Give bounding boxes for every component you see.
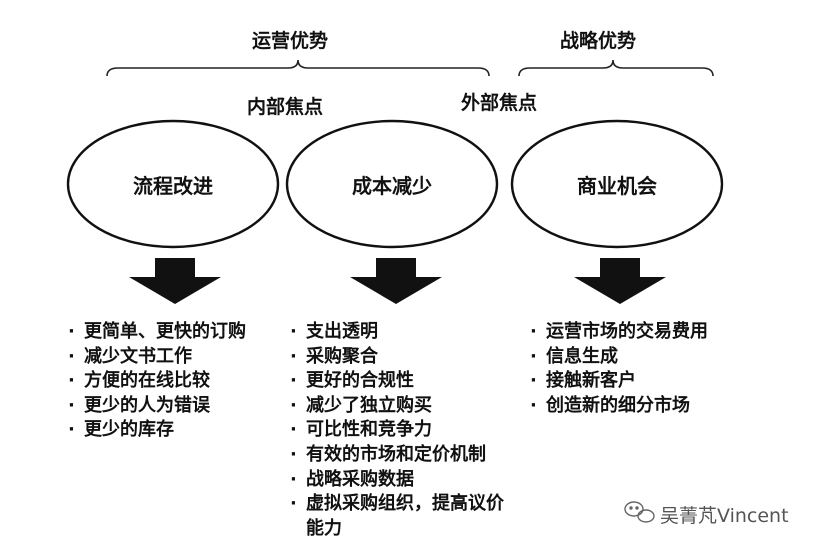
list-item: 支出透明 — [288, 320, 528, 345]
list-item: 运营市场的交易费用 — [528, 320, 708, 345]
list-item: 方便的在线比较 — [66, 369, 246, 394]
business-opportunity-label: 商业机会 — [577, 174, 657, 198]
process-benefits-list: 更简单、更快的订购 减少文书工作 方便的在线比较 更少的人为错误 更少的库存 — [66, 320, 246, 443]
cost-arrow — [350, 258, 442, 304]
business-ellipse — [510, 119, 724, 249]
cost-benefits-list: 支出透明 采购聚合 更好的合规性 减少了独立购买 可比性和竞争力 有效的市场和定… — [288, 320, 528, 541]
operational-advantage-label: 运营优势 — [252, 30, 329, 52]
list-item: 接触新客户 — [528, 369, 708, 394]
list-item: 更简单、更快的订购 — [66, 320, 246, 345]
internal-focus-label: 内部焦点 — [247, 96, 324, 118]
process-arrow — [129, 258, 221, 304]
cost-reduction-label: 成本减少 — [352, 174, 432, 198]
wechat-icon — [624, 501, 655, 523]
list-item: 更少的人为错误 — [66, 394, 246, 419]
watermark-text: 吴菁芃Vincent — [660, 505, 789, 527]
list-item: 虚拟采购组织，提高议价能力 — [288, 492, 516, 541]
list-item: 可比性和竞争力 — [288, 418, 528, 443]
strategic-brace — [518, 59, 714, 77]
process-improvement-label: 流程改进 — [133, 174, 213, 198]
list-item: 更少的库存 — [66, 418, 246, 443]
list-item: 减少文书工作 — [66, 345, 246, 370]
operational-brace — [106, 59, 490, 77]
business-benefits-list: 运营市场的交易费用 信息生成 接触新客户 创造新的细分市场 — [528, 320, 708, 418]
list-item: 减少了独立购买 — [288, 394, 528, 419]
strategic-advantage-label: 战略优势 — [560, 30, 637, 52]
list-item: 有效的市场和定价机制 — [288, 443, 528, 468]
list-item: 更好的合规性 — [288, 369, 528, 394]
list-item: 创造新的细分市场 — [528, 394, 708, 419]
business-arrow — [574, 258, 666, 304]
list-item: 信息生成 — [528, 345, 708, 370]
process-ellipse — [66, 119, 280, 249]
list-item: 采购聚合 — [288, 345, 528, 370]
list-item: 战略采购数据 — [288, 468, 528, 493]
external-focus-label: 外部焦点 — [461, 92, 538, 114]
cost-ellipse — [285, 119, 499, 249]
